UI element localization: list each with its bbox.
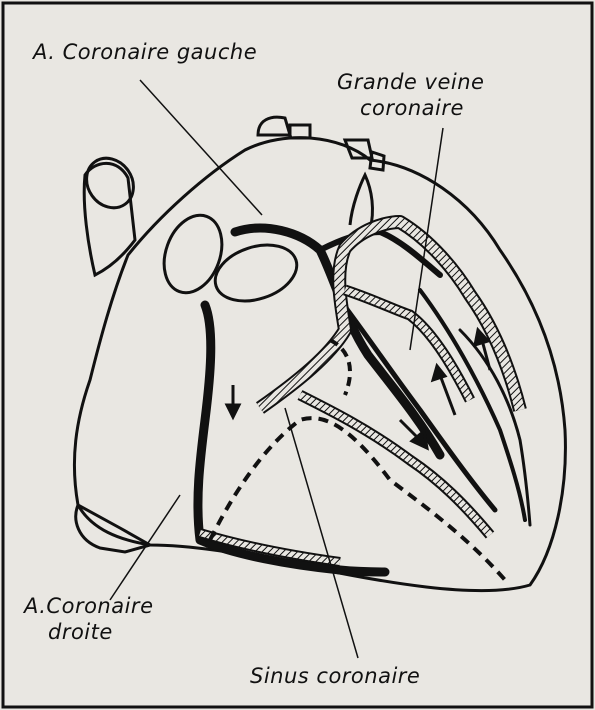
left-coronary-branch-1 xyxy=(340,300,495,510)
leader-left-coronary xyxy=(140,80,262,215)
pulmonary-trunk-opening xyxy=(154,207,232,301)
pulmonary-vein-1 xyxy=(258,117,290,135)
label-left-coronary-artery: A. Coronaire gauche xyxy=(33,42,257,63)
pulmonary-vein-2 xyxy=(290,125,310,138)
leader-coronary-sinus xyxy=(285,408,358,658)
label-coronary-sinus: Sinus coronaire xyxy=(250,666,420,687)
aorta-opening xyxy=(77,149,143,217)
label-right-coronary-artery-line2: droite xyxy=(48,622,113,643)
label-great-cardiac-vein-line2: coronaire xyxy=(360,98,464,119)
pulmonary-vein-3 xyxy=(345,140,372,158)
label-right-coronary-artery-line1: A.Coronaire xyxy=(24,596,154,617)
inferior-vena-cava xyxy=(76,505,150,552)
label-great-cardiac-vein-line1: Grande veine xyxy=(337,72,484,93)
leader-right-coronary xyxy=(110,495,180,600)
left-atrial-appendage xyxy=(350,175,372,230)
